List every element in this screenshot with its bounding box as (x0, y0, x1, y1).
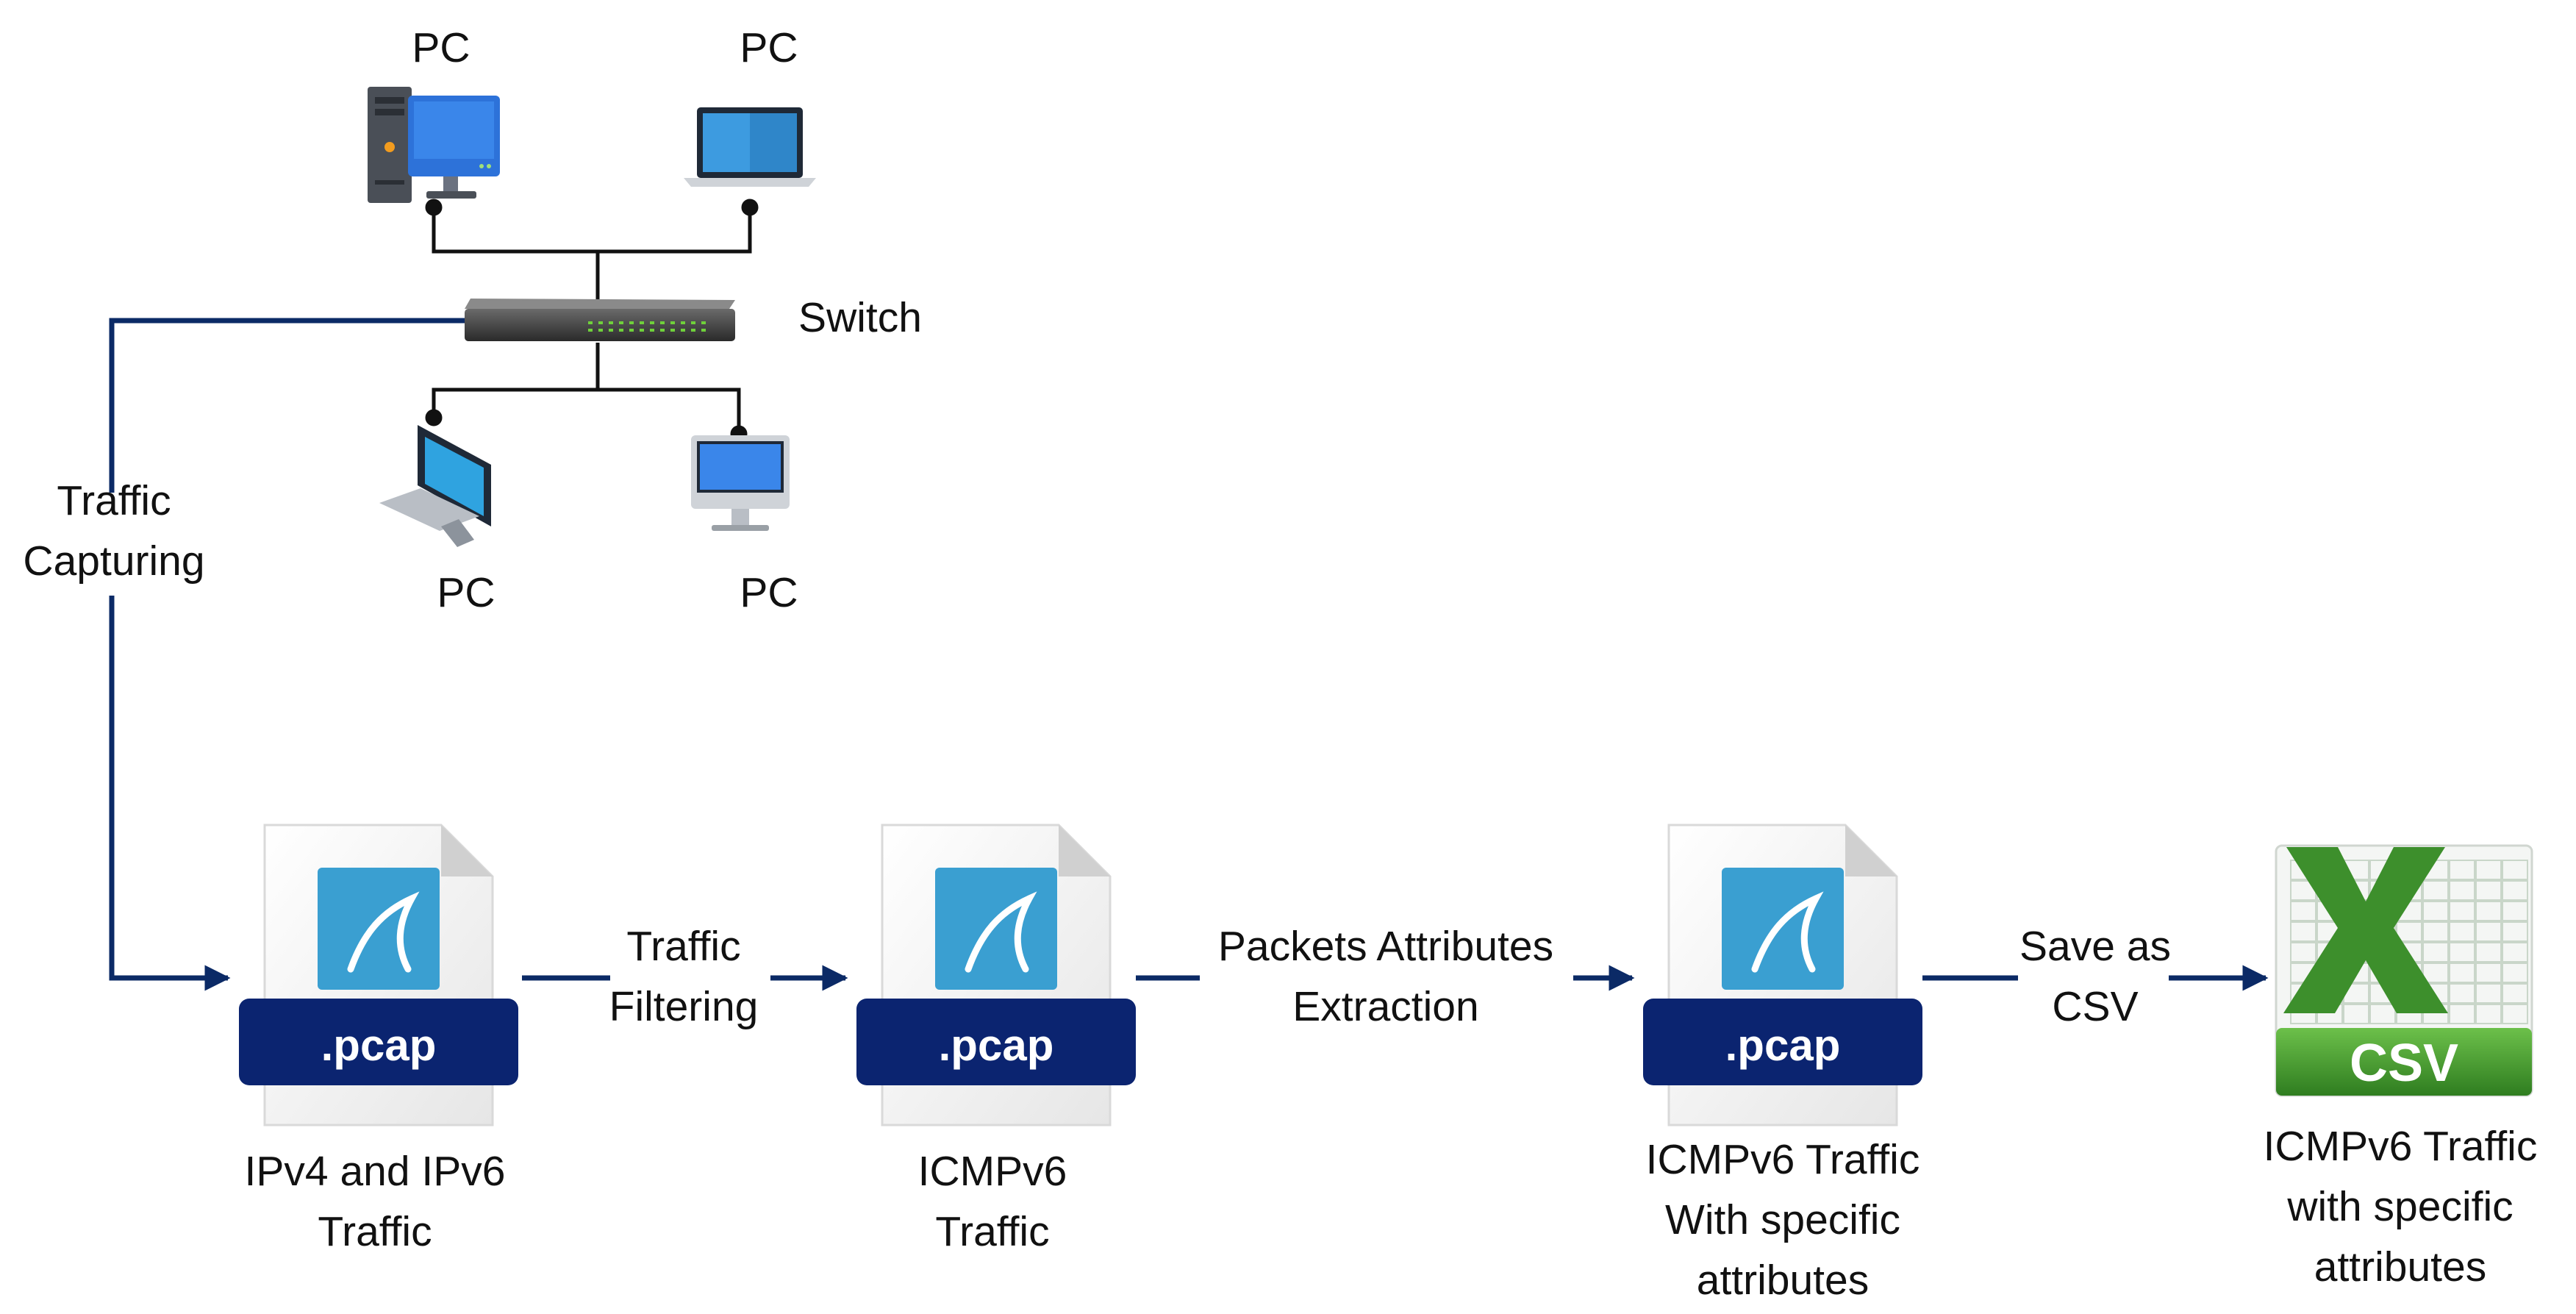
imac-pc-icon (691, 435, 790, 531)
laptop-pc-icon (684, 107, 816, 187)
file-icons: .pcap .pcap .pcap (239, 824, 1922, 1126)
lan-connections (425, 199, 759, 443)
pc-label-top-left: PC (412, 24, 471, 71)
pcap-extension-label: .pcap (939, 1021, 1054, 1070)
monitor-keyboard-pc-icon (379, 425, 491, 547)
pcap-file-icon-3: .pcap (1643, 824, 1922, 1126)
pcap-extension-label: .pcap (1725, 1021, 1841, 1070)
capture-line-upper (109, 318, 465, 493)
pc-label-top-right: PC (740, 24, 798, 71)
pc-label-bottom-left: PC (437, 569, 495, 616)
pcap-file-icon-1: .pcap (239, 824, 518, 1126)
csv-extension-label: CSV (2350, 1034, 2458, 1093)
csv-excel-icon: CSV (2275, 844, 2533, 1097)
switch-icon (465, 299, 735, 341)
switch-label: Switch (798, 294, 922, 341)
pcap-file-icon-2: .pcap (856, 824, 1136, 1126)
desktop-pc-icon (368, 87, 500, 203)
flow-lines (109, 318, 2269, 991)
pcap-extension-label: .pcap (321, 1021, 437, 1070)
capture-arrow (109, 596, 231, 991)
pc-label-bottom-right: PC (740, 569, 798, 616)
